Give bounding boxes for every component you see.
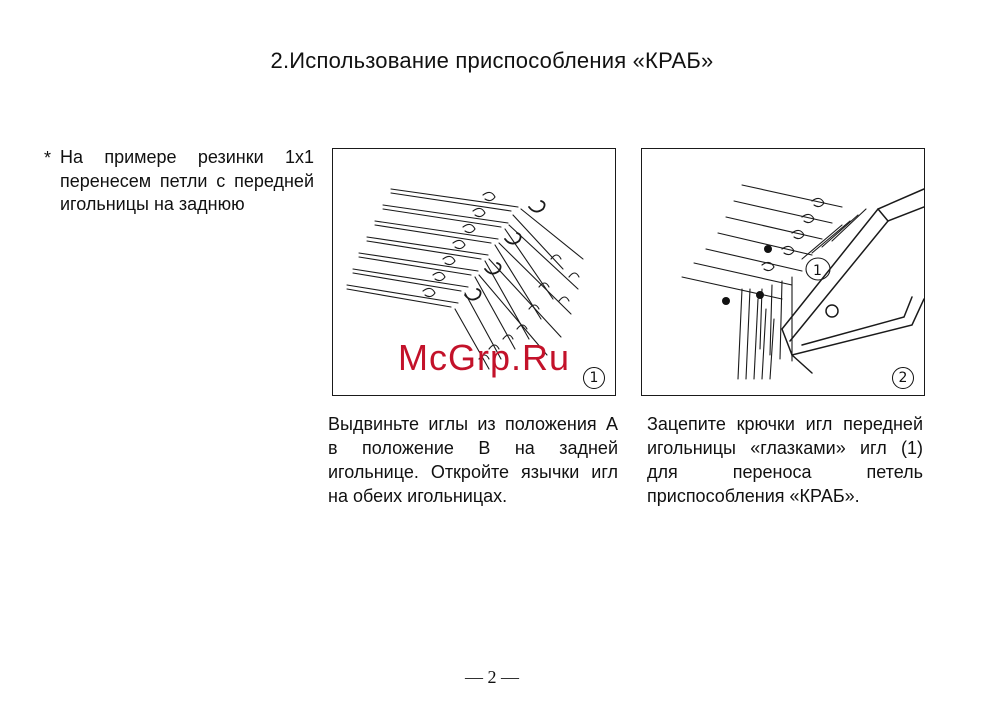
needle-hooks	[422, 191, 496, 298]
page-title: 2.Использование приспособления «КРАБ»	[270, 48, 714, 73]
caption-line: на обеих игольницах.	[328, 486, 508, 506]
intro-line: перенесем петли с передней	[60, 170, 314, 191]
needle-latches	[722, 245, 772, 305]
bullet-star: *	[44, 148, 52, 168]
intro-text-block: * На примере резинки 1х1 перенесем петли…	[44, 146, 314, 217]
tool-prongs	[759, 208, 867, 362]
page-number: — 2 —	[465, 667, 519, 687]
intro-line: игольницы на заднюю	[60, 194, 245, 214]
figure-1-needles-illustration: 1	[332, 148, 616, 396]
figure-2-caption: Зацепите крючки игл передней игольницы «…	[647, 412, 923, 508]
caption-line: в положение В на задней	[328, 438, 618, 458]
figure-2-crab-tool-illustration: 1 2	[641, 148, 925, 396]
caption-line: игольнице. Откройте язычки игл	[328, 462, 618, 482]
needle-bed-drawing	[346, 188, 584, 370]
crab-tool	[781, 188, 924, 374]
figure-1-caption: Выдвиньте иглы из положения А в положени…	[328, 412, 618, 508]
caption-line: для переноса петель	[647, 462, 923, 482]
back-needles	[346, 188, 519, 308]
watermark: McGrp.Ru	[398, 337, 571, 378]
front-needles	[737, 288, 775, 380]
caption-line: приспособления «КРАБ».	[647, 486, 860, 506]
intro-line: На примере резинки 1х1	[60, 147, 314, 167]
back-needles	[681, 184, 843, 300]
inner-label: 1	[813, 263, 822, 279]
caption-line: Зацепите крючки игл передней	[647, 414, 923, 434]
loops	[464, 200, 546, 301]
figure-number-badge: 2	[892, 367, 914, 389]
caption-line: игольницы «глазками» игл (1)	[647, 438, 923, 458]
front-hooks	[478, 254, 580, 360]
inner-label-circle	[805, 257, 831, 281]
caption-line: Выдвиньте иглы из положения А	[328, 414, 618, 434]
figure-number-badge: 1	[583, 367, 605, 389]
crab-tool-drawing: 1	[681, 184, 924, 380]
needle-hooks	[761, 197, 825, 272]
